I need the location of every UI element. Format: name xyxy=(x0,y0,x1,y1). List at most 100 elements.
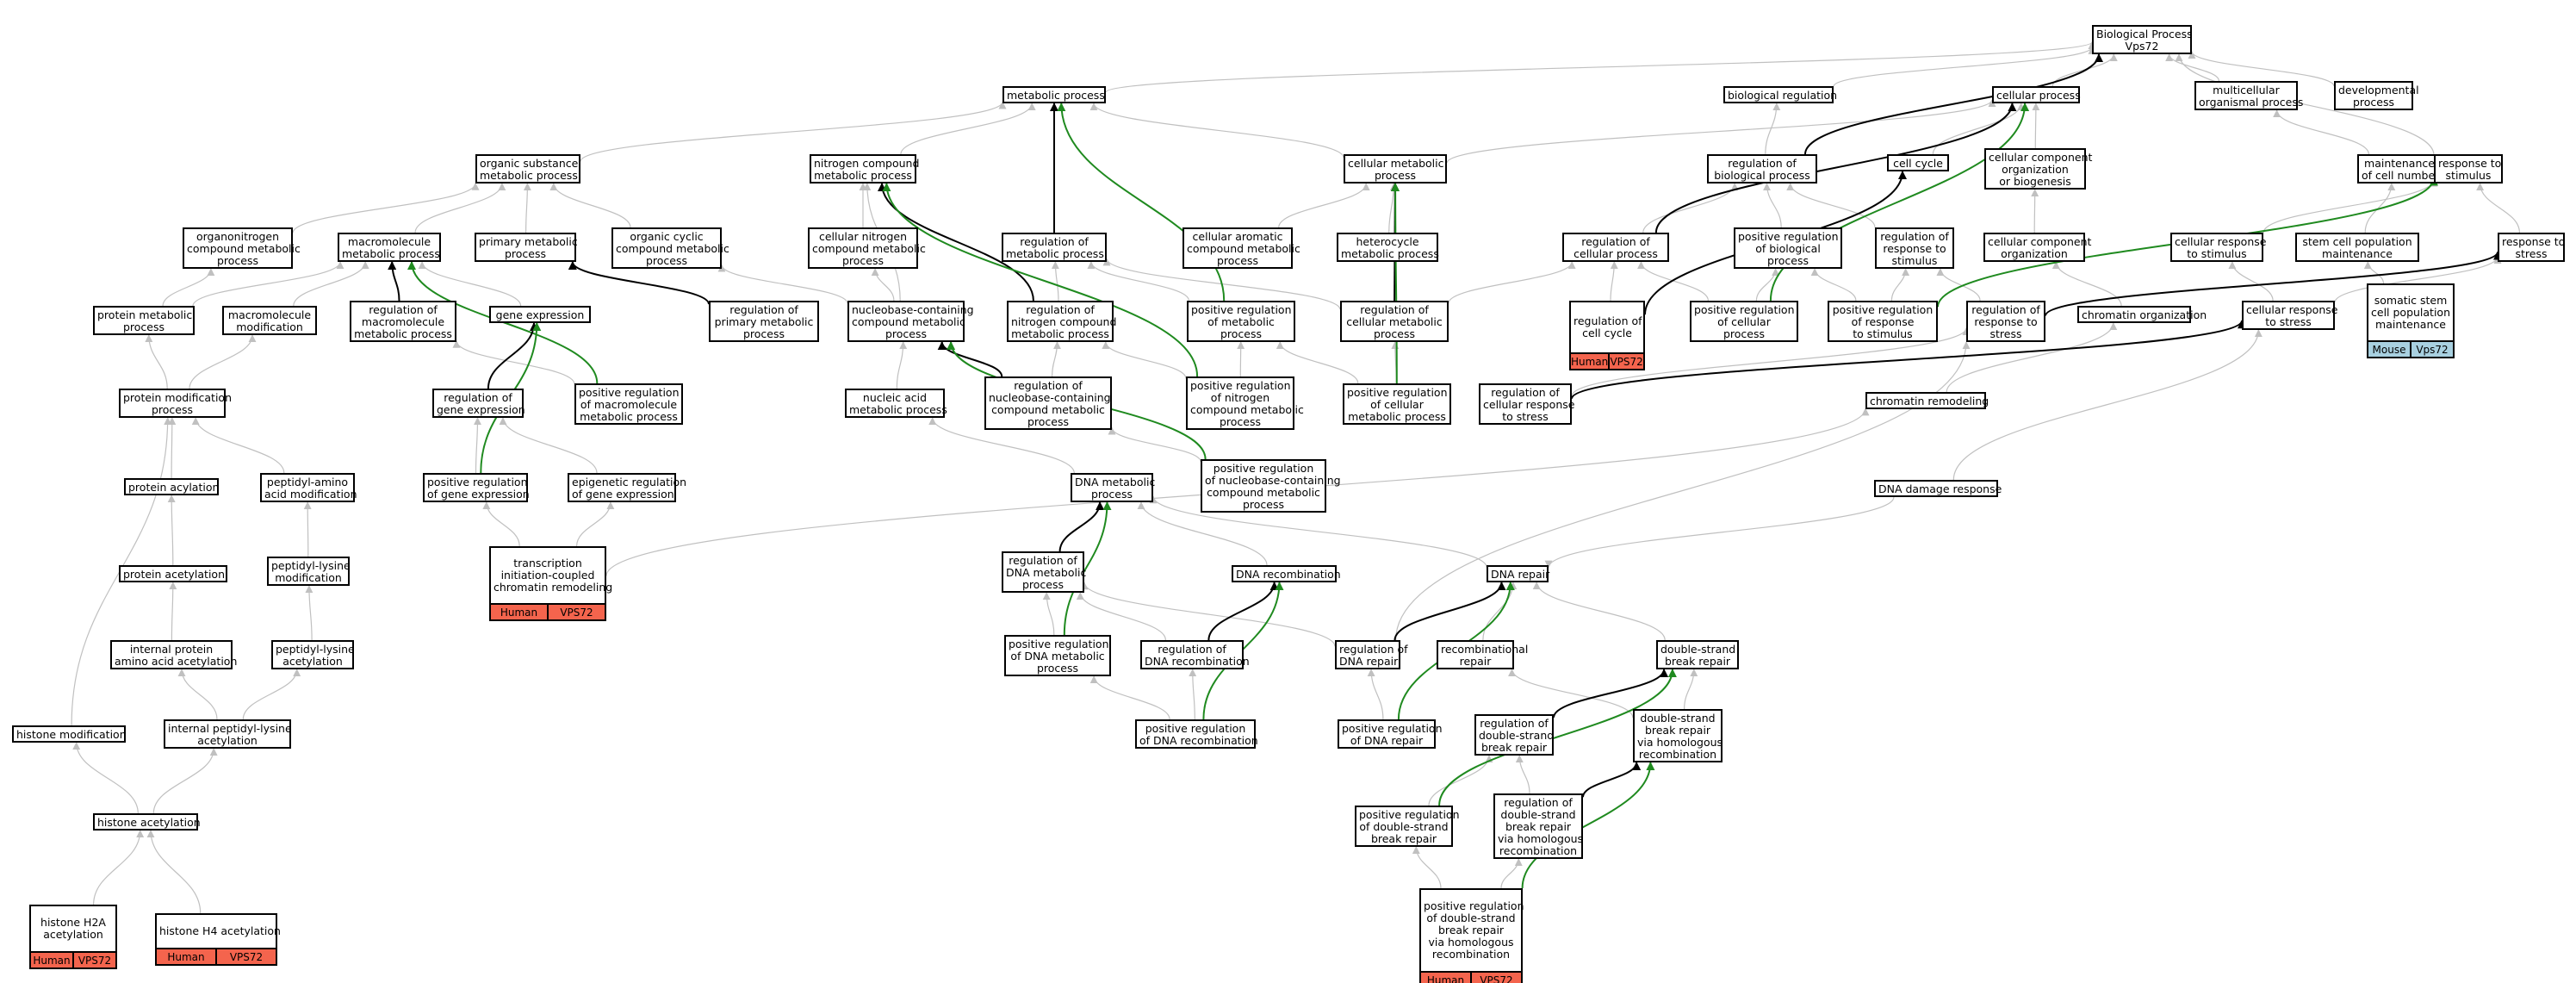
go-term-label-line: cellular metabolic xyxy=(1346,315,1443,328)
go-term-label: DNA recombination xyxy=(1233,567,1341,582)
go-term-cellproc[interactable]: cellular process xyxy=(1992,86,2081,103)
go-term-chromorg[interactable]: chromatin organization xyxy=(2077,306,2207,323)
go-term-metabolic[interactable]: metabolic process xyxy=(1002,86,1106,103)
go-term-label-line: histone acetylation xyxy=(97,816,201,829)
go-term-label-line: protein modification xyxy=(123,391,232,404)
go-term-chromremod[interactable]: chromatin remodeling xyxy=(1865,392,1989,409)
go-term-protacet[interactable]: protein acetylation xyxy=(119,565,227,582)
go-term-dnadamage[interactable]: DNA damage response xyxy=(1874,480,2002,497)
go-term-dnarecomb[interactable]: DNA recombination xyxy=(1232,565,1341,582)
go-term-label-line: repair xyxy=(1459,655,1492,668)
go-term-protacyl[interactable]: protein acylation xyxy=(124,478,219,495)
go-term-label-line: developmental xyxy=(2338,84,2419,96)
go-term-cellcycle[interactable]: cell cycle xyxy=(1887,154,1949,171)
go-term-histacet[interactable]: histone acetylation xyxy=(93,813,201,831)
go-term-bioreg[interactable]: biological regulation xyxy=(1723,86,1837,103)
go-term-histmod[interactable]: histone modification xyxy=(12,725,127,743)
go-term-label-line: of biological xyxy=(1755,242,1821,255)
go-term-label-line: process xyxy=(1220,327,1263,340)
go-term-dnarepair[interactable]: DNA repair xyxy=(1487,565,1549,582)
edge-intpeptlys-to-intprotacet xyxy=(177,669,218,720)
edge-cellcycle-to-cellproc xyxy=(1932,103,2026,155)
go-term-label-line: process xyxy=(841,254,885,267)
go-term-geneexp[interactable]: gene expression xyxy=(489,306,591,323)
